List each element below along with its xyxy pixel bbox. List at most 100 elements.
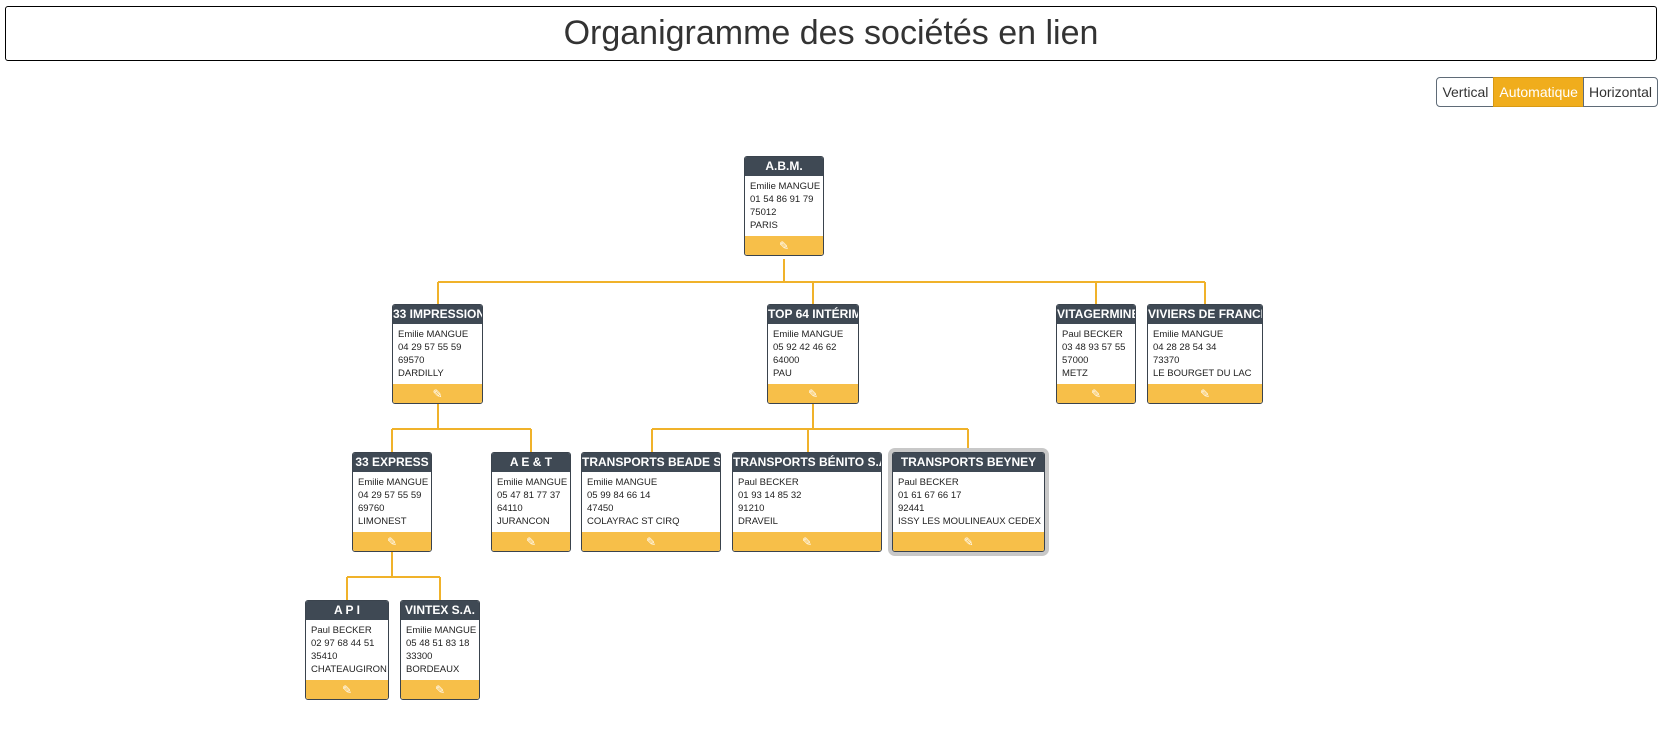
company-city: DARDILLY	[398, 368, 444, 379]
company-city: DRAVEIL	[738, 516, 778, 527]
company-city: ISSY LES MOULINEAUX CEDEX	[898, 516, 1041, 527]
company-node[interactable]: 33 EXPRESS Emilie MANGUE 04 29 57 55 59 …	[352, 452, 432, 552]
company-phone: 01 61 67 66 17	[898, 490, 962, 501]
edit-button[interactable]: ✎	[353, 532, 431, 551]
company-phone: 04 28 28 54 34	[1153, 342, 1217, 353]
company-contact: Emilie MANGUE	[497, 477, 568, 488]
company-city: BORDEAUX	[406, 664, 460, 675]
edit-button[interactable]: ✎	[733, 532, 881, 551]
company-node[interactable]: A E & T Emilie MANGUE 05 47 81 77 37 641…	[491, 452, 571, 552]
layout-toggle-group: Vertical Automatique Horizontal	[1436, 77, 1658, 107]
company-postcode: 64110	[497, 503, 523, 514]
company-phone: 03 48 93 57 55	[1062, 342, 1126, 353]
company-name: 33 EXPRESS	[353, 453, 431, 472]
link-33express-to-children	[346, 552, 441, 600]
pencil-icon: ✎	[1199, 386, 1211, 401]
layout-horizontal-button[interactable]: Horizontal	[1582, 77, 1658, 107]
company-postcode: 47450	[587, 503, 614, 514]
company-postcode: 73370	[1153, 355, 1180, 366]
edit-button[interactable]: ✎	[393, 384, 482, 403]
link-top64-to-children	[651, 404, 969, 452]
company-node[interactable]: VIVIERS DE FRANCE Emilie MANGUE 04 28 28…	[1147, 304, 1263, 404]
company-node[interactable]: VINTEX S.A. Emilie MANGUE 05 48 51 83 18…	[400, 600, 480, 700]
company-city: METZ	[1062, 368, 1088, 379]
company-contact: Emilie MANGUE	[1153, 329, 1224, 340]
company-name: TOP 64 INTÉRIM	[768, 305, 858, 324]
edit-button[interactable]: ✎	[492, 532, 570, 551]
company-contact: Emilie MANGUE	[406, 625, 477, 636]
company-postcode: 92441	[898, 503, 925, 514]
edit-button[interactable]: ✎	[582, 532, 720, 551]
company-name: VINTEX S.A.	[401, 601, 479, 620]
company-city: LE BOURGET DU LAC	[1153, 368, 1252, 379]
company-node[interactable]: TOP 64 INTÉRIM Emilie MANGUE 05 92 42 46…	[767, 304, 859, 404]
company-contact: Paul BECKER	[738, 477, 799, 488]
pencil-icon: ✎	[1090, 386, 1102, 401]
company-name: TRANSPORTS BEADE SA	[582, 453, 720, 472]
company-city: JURANCON	[497, 516, 550, 527]
company-city: PAU	[773, 368, 792, 379]
company-phone: 04 29 57 55 59	[398, 342, 462, 353]
link-abm-to-children	[437, 259, 1206, 304]
company-name: VITAGERMINE	[1057, 305, 1135, 324]
company-contact: Emilie MANGUE	[398, 329, 469, 340]
company-city: COLAYRAC ST CIRQ	[587, 516, 680, 527]
pencil-icon: ✎	[341, 682, 353, 697]
company-phone: 05 92 42 46 62	[773, 342, 837, 353]
company-contact: Paul BECKER	[898, 477, 959, 488]
pencil-icon: ✎	[807, 386, 819, 401]
company-contact: Emilie MANGUE	[587, 477, 658, 488]
company-contact: Emilie MANGUE	[773, 329, 844, 340]
company-phone: 05 47 81 77 37	[497, 490, 561, 501]
pencil-icon: ✎	[434, 682, 446, 697]
company-node[interactable]: TRANSPORTS BEADE SA Emilie MANGUE 05 99 …	[581, 452, 721, 552]
edit-button[interactable]: ✎	[306, 680, 388, 699]
pencil-icon: ✎	[645, 534, 657, 549]
company-phone: 01 54 86 91 79	[750, 194, 814, 205]
company-phone: 05 99 84 66 14	[587, 490, 651, 501]
edit-button[interactable]: ✎	[893, 532, 1044, 551]
company-name: TRANSPORTS BEYNEY	[893, 453, 1044, 472]
layout-vertical-button[interactable]: Vertical	[1436, 77, 1495, 107]
company-node[interactable]: A P I Paul BECKER 02 97 68 44 51 35410 C…	[305, 600, 389, 700]
company-name: 33 IMPRESSION	[393, 305, 482, 324]
company-contact: Emilie MANGUE	[358, 477, 429, 488]
edit-button[interactable]: ✎	[1148, 384, 1262, 403]
company-node-selected[interactable]: TRANSPORTS BEYNEY Paul BECKER 01 61 67 6…	[892, 452, 1045, 552]
company-name: VIVIERS DE FRANCE	[1148, 305, 1262, 324]
company-node[interactable]: 33 IMPRESSION Emilie MANGUE 04 29 57 55 …	[392, 304, 483, 404]
company-name: A.B.M.	[745, 157, 823, 176]
edit-button[interactable]: ✎	[401, 680, 479, 699]
company-phone: 04 29 57 55 59	[358, 490, 422, 501]
pencil-icon: ✎	[778, 238, 790, 253]
company-contact: Paul BECKER	[311, 625, 372, 636]
page-title: Organigramme des sociétés en lien	[5, 6, 1657, 61]
edit-button[interactable]: ✎	[768, 384, 858, 403]
company-postcode: 69760	[358, 503, 385, 514]
edit-button[interactable]: ✎	[1057, 384, 1135, 403]
pencil-icon: ✎	[801, 534, 813, 549]
company-node[interactable]: TRANSPORTS BÉNITO S.A. Paul BECKER 01 93…	[732, 452, 882, 552]
company-postcode: 35410	[311, 651, 338, 662]
company-name: TRANSPORTS BÉNITO S.A.	[733, 453, 881, 472]
company-city: LIMONEST	[358, 516, 407, 527]
pencil-icon: ✎	[525, 534, 537, 549]
company-phone: 02 97 68 44 51	[311, 638, 375, 649]
company-postcode: 64000	[773, 355, 800, 366]
company-phone: 01 93 14 85 32	[738, 490, 802, 501]
company-node[interactable]: A.B.M. Emilie MANGUE 01 54 86 91 79 7501…	[744, 156, 824, 256]
edit-button[interactable]: ✎	[745, 236, 823, 255]
company-postcode: 57000	[1062, 355, 1089, 366]
company-contact: Paul BECKER	[1062, 329, 1123, 340]
company-city: CHATEAUGIRON	[311, 664, 387, 675]
pencil-icon: ✎	[432, 386, 443, 401]
company-node[interactable]: VITAGERMINE Paul BECKER 03 48 93 57 55 5…	[1056, 304, 1136, 404]
company-phone: 05 48 51 83 18	[406, 638, 470, 649]
company-name: A P I	[306, 601, 388, 620]
pencil-icon: ✎	[386, 534, 398, 549]
company-postcode: 75012	[750, 207, 777, 218]
company-postcode: 69570	[398, 355, 425, 366]
company-postcode: 33300	[406, 651, 433, 662]
pencil-icon: ✎	[963, 534, 974, 549]
